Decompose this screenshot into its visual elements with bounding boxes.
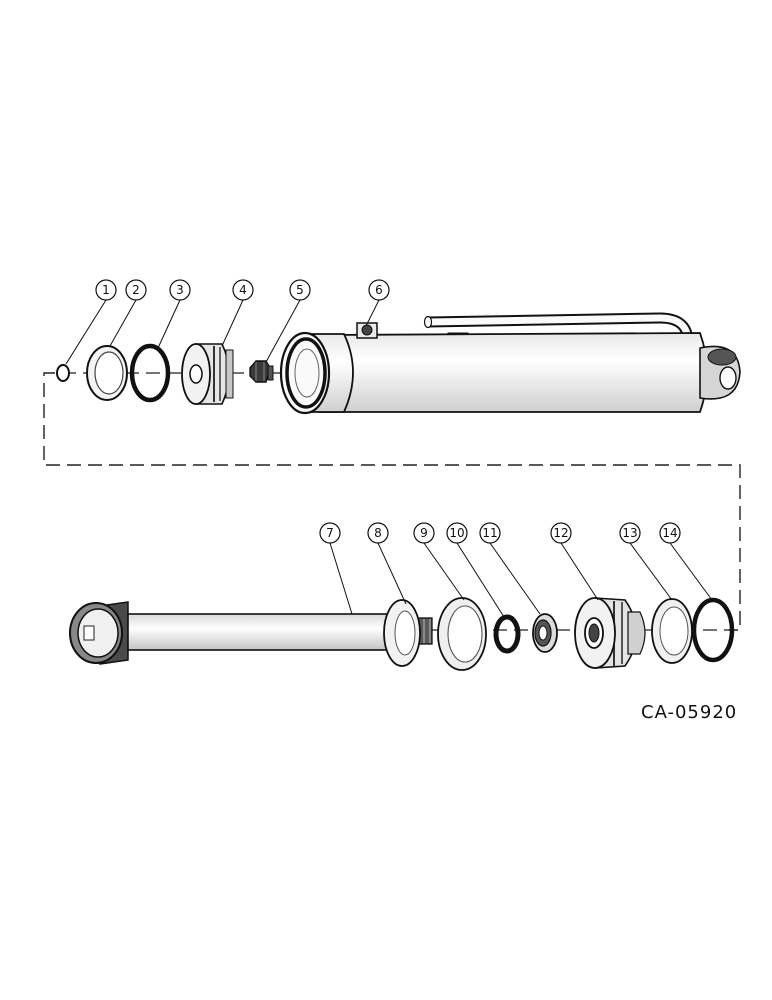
callout-11-label: 11 — [482, 526, 497, 540]
callout-10: 10 — [446, 522, 505, 618]
callout-10-label: 10 — [449, 526, 464, 540]
callout-13-label: 13 — [622, 526, 637, 540]
part-11-bushing — [532, 613, 558, 653]
assembly-path-dashed — [43, 372, 741, 631]
part-7-piston-rod — [69, 601, 433, 665]
callout-6: 6 — [365, 279, 390, 327]
part-12-gland-head — [574, 597, 646, 669]
part-1-small-ring — [56, 364, 70, 382]
part-14-o-ring — [691, 597, 735, 663]
part-8-rod-washer — [383, 599, 421, 667]
part-10-o-ring — [493, 614, 521, 654]
callout-7: 7 — [319, 522, 353, 615]
callout-3-label: 3 — [176, 283, 184, 297]
callout-5-label: 5 — [296, 283, 304, 297]
callout-7-label: 7 — [326, 526, 334, 540]
part-6-cylinder-barrel — [279, 312, 741, 415]
callout-13: 13 — [619, 522, 673, 601]
callout-12-label: 12 — [553, 526, 568, 540]
callout-12: 12 — [550, 522, 599, 601]
part-5-nut — [249, 360, 274, 383]
callout-1: 1 — [65, 279, 117, 365]
callout-11: 11 — [479, 522, 541, 615]
part-4-piston — [181, 343, 234, 405]
callout-1-label: 1 — [102, 283, 110, 297]
callout-4: 4 — [221, 279, 254, 347]
callout-6-label: 6 — [375, 283, 383, 297]
callout-8-label: 8 — [374, 526, 382, 540]
callout-2-label: 2 — [132, 283, 140, 297]
part-9-flat-washer — [437, 597, 487, 671]
part-3-o-ring — [129, 343, 171, 403]
part-13-washer — [651, 598, 693, 664]
callout-2: 2 — [109, 279, 147, 347]
part-2-washer — [86, 345, 128, 401]
callout-5: 5 — [265, 279, 311, 363]
callout-9-label: 9 — [420, 526, 428, 540]
callout-14-label: 14 — [662, 526, 677, 540]
callout-14: 14 — [659, 522, 713, 601]
reference-code: CA-05920 — [641, 702, 738, 723]
callout-4-label: 4 — [239, 283, 247, 297]
callout-8: 8 — [367, 522, 407, 605]
callout-3: 3 — [157, 279, 191, 349]
callout-9: 9 — [413, 522, 465, 601]
